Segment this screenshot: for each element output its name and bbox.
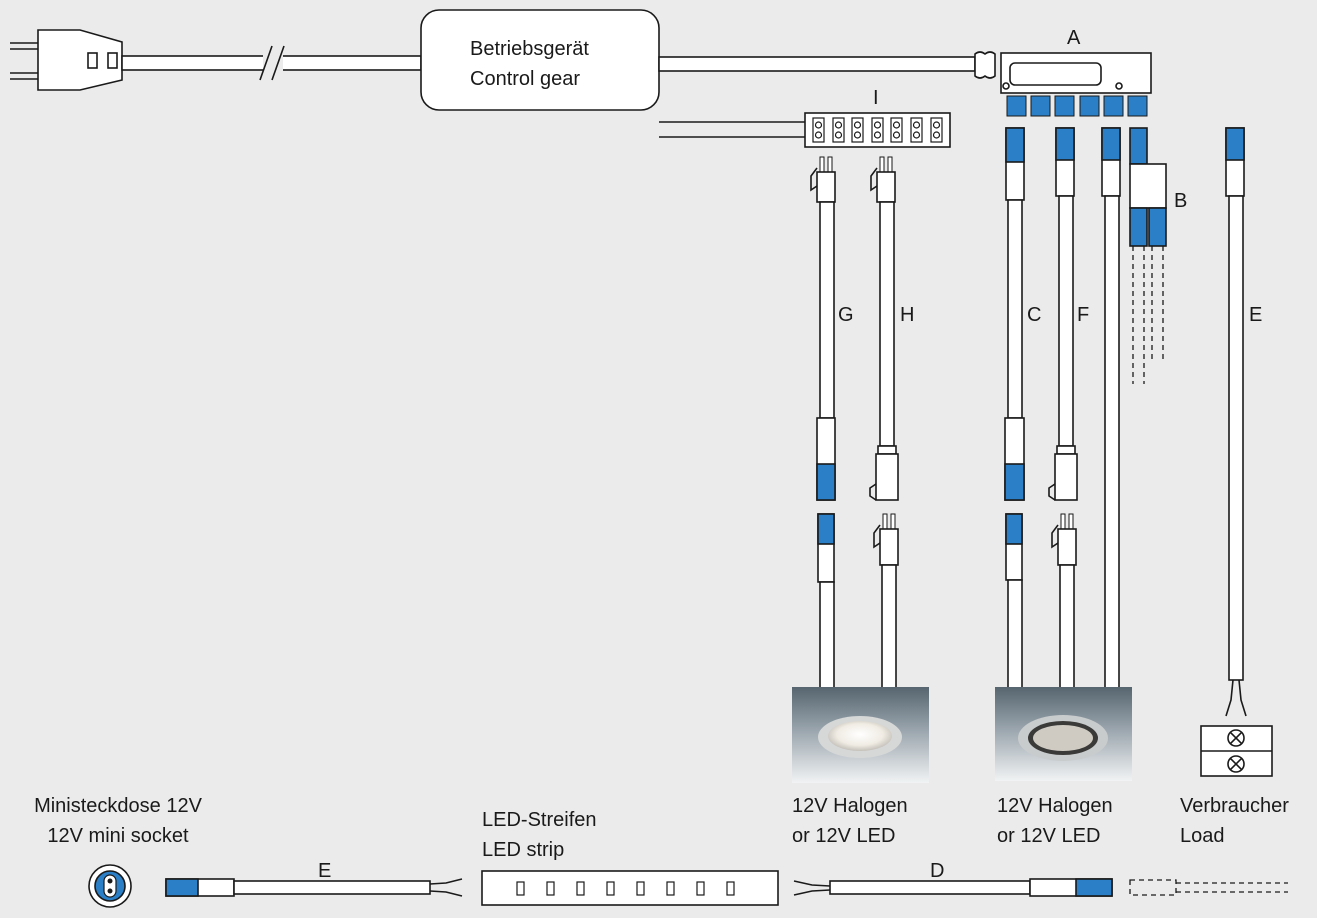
secondary-cable [658,56,976,72]
lamp2-label-line1: 12V Halogen [997,795,1113,817]
mini-socket-label-line2: 12V mini socket [47,825,189,847]
lamp1-label-line1: 12V Halogen [792,795,908,817]
cable-h [869,156,899,689]
label-i: I [873,87,879,109]
led-strip [481,870,779,906]
load-label-line1: Verbraucher [1180,795,1289,817]
direct-lamp-cable [1101,127,1121,689]
cable-c [1004,127,1025,689]
label-a: A [1067,27,1081,49]
load-label-line2: Load [1180,825,1225,847]
adapter-b [1129,127,1167,384]
mini-socket-label-line1: Ministeckdose 12V [34,795,203,817]
label-f: F [1077,304,1089,326]
cable-g [810,156,836,689]
mains-cable [121,45,422,81]
cable-e-vertical [1225,127,1247,717]
control-gear-label-de: Betriebsgerät [470,38,589,60]
lamp-photo-2 [995,687,1132,781]
load-symbol [1200,725,1273,777]
cable-d [793,878,1288,897]
lamp1-label-line2: or 12V LED [792,825,895,847]
cable-e-bottom [165,878,463,897]
control-gear-box [420,9,660,111]
lamp-photo-1 [792,687,929,783]
lamp2-label-line2: or 12V LED [997,825,1100,847]
label-c: C [1027,304,1041,326]
label-e-bottom: E [318,860,331,882]
cable-f [1048,127,1078,689]
label-b: B [1174,190,1187,212]
label-d: D [930,860,944,882]
led-strip-label-line1: LED-Streifen [482,809,597,831]
led-strip-label-line2: LED strip [482,839,564,861]
distributor-a [974,51,1152,117]
label-h: H [900,304,914,326]
terminal-block-i [659,112,951,148]
label-g: G [838,304,854,326]
mini-socket [88,864,132,908]
control-gear-label-en: Control gear [470,68,580,90]
mains-plug [10,29,123,91]
label-e-vertical: E [1249,304,1262,326]
